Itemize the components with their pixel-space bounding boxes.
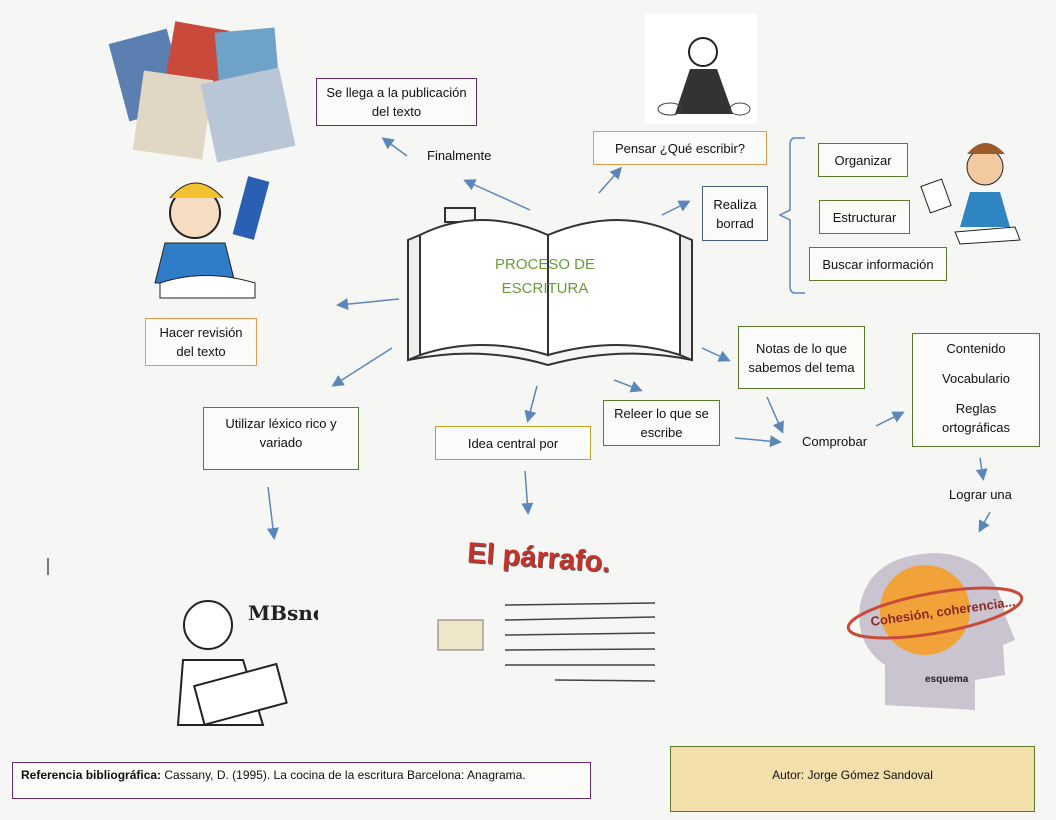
arrow (266, 486, 279, 540)
author-box: Autor: Jorge Gómez Sandoval (670, 746, 1035, 812)
reference-label: Referencia bibliográfica: (21, 768, 162, 782)
open-book-image (407, 207, 693, 367)
node-buscar: Buscar información (809, 247, 947, 281)
label-finalmente: Finalmente (427, 148, 492, 163)
item-vocabulario: Vocabulario (942, 371, 1010, 386)
node-realiza: Realiza borrad (702, 186, 768, 241)
reading-boy-image (154, 176, 270, 299)
node-estructurar: Estructurar (819, 200, 910, 234)
magazines-image (108, 21, 296, 163)
node-publicacion: Se llega a la publicación del texto (316, 78, 477, 126)
arrow (524, 385, 538, 423)
head-lightbulb-image: Cohesión, coherencia... esquema (846, 553, 1024, 710)
node-notas: Notas de lo que sabemos del tema (738, 326, 865, 389)
arrow (336, 298, 400, 311)
reference-text: Cassany, D. (1995). La cocina de la escr… (161, 768, 526, 782)
bracket (778, 137, 805, 294)
arrow (331, 347, 393, 387)
arrow (975, 457, 988, 481)
arrow (521, 470, 534, 515)
node-idea: Idea central por (435, 426, 591, 460)
node-releer: Releer lo que se escribe (603, 400, 720, 446)
arrow (613, 379, 643, 393)
label-comprobar: Comprobar (802, 434, 868, 449)
node-lexico: Utilizar léxico rico y variado (203, 407, 359, 470)
item-contenido: Contenido (946, 341, 1006, 356)
arrow (381, 137, 408, 157)
arrow (766, 396, 784, 434)
stressed-writer-image (920, 143, 1021, 245)
arrow (701, 347, 731, 362)
arrow (598, 166, 622, 194)
node-organizar: Organizar (818, 143, 908, 177)
arrow (978, 511, 991, 533)
arrow (463, 179, 531, 211)
node-revision: Hacer revisión del texto (145, 318, 257, 366)
item-reglas: Reglas ortográficas (942, 401, 1010, 435)
node-contenido-group: Contenido Vocabulario Reglas ortográfica… (912, 333, 1040, 447)
svg-text:MBsnc: MBsnc (248, 601, 318, 625)
reference-box: Referencia bibliográfica: Cassany, D. (1… (12, 762, 591, 799)
label-lograr: Lograr una (949, 487, 1012, 502)
center-title-line1: PROCESO DE (494, 256, 596, 273)
node-pensar: Pensar ¿Qué escribir? (593, 131, 767, 165)
arrow (734, 435, 782, 448)
center-title: PROCESO DE ESCRITURA (470, 253, 620, 301)
head-subtext: esquema (925, 674, 969, 685)
manuscript-image (437, 602, 656, 682)
center-title-line2: ESCRITURA (501, 280, 589, 297)
arrow (875, 411, 905, 427)
thinking-man-image (645, 14, 757, 124)
letters-boy-image: MBsnc (176, 600, 318, 726)
arrow (661, 200, 691, 216)
